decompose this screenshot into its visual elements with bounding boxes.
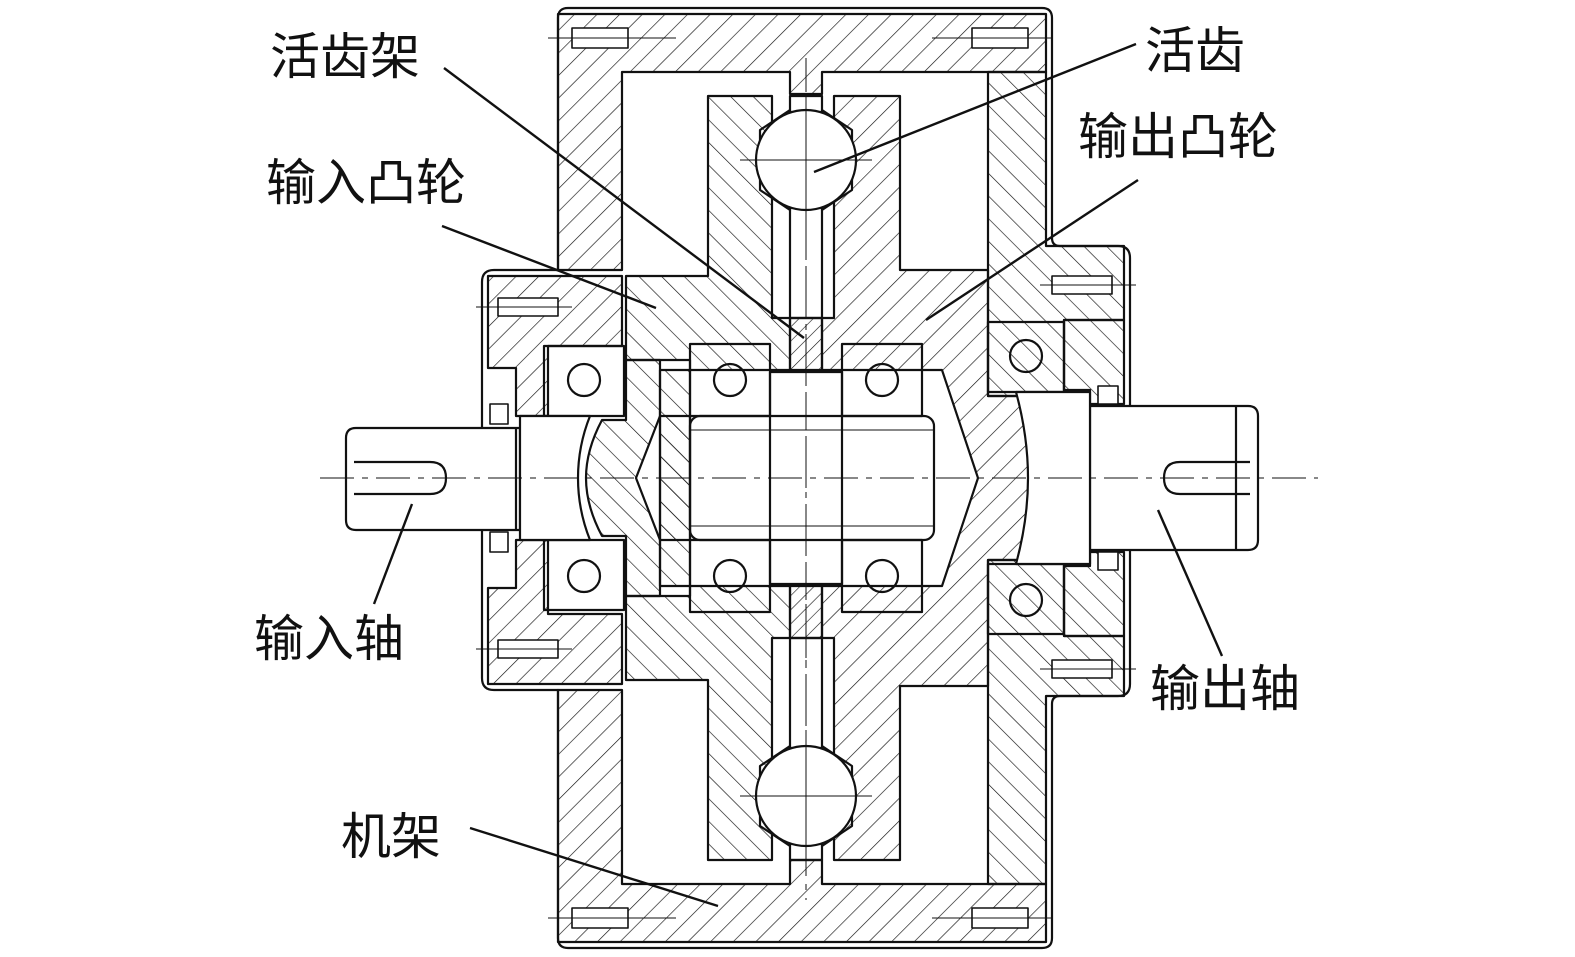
label-frame: 机架 — [341, 808, 441, 866]
leader-carrier — [443, 67, 805, 339]
label-output-cam: 输出凸轮 — [1078, 108, 1278, 166]
leader-input-shaft — [372, 503, 414, 605]
leader-input-cam — [441, 224, 657, 310]
label-input-cam: 输入凸轮 — [266, 154, 466, 212]
bearings — [542, 320, 1066, 636]
bolts — [476, 27, 1136, 929]
label-movable-tooth: 活齿 — [1145, 22, 1245, 80]
label-output-shaft: 输出轴 — [1150, 660, 1300, 718]
label-input-shaft: 输入轴 — [254, 610, 404, 668]
leader-output-shaft — [1156, 509, 1224, 657]
label-carrier: 活齿架 — [270, 28, 420, 86]
leader-movable-tooth — [813, 42, 1137, 174]
centerlines — [320, 58, 1318, 900]
leader-frame — [469, 826, 719, 908]
leader-lines — [372, 42, 1224, 908]
leader-output-cam — [925, 178, 1139, 322]
